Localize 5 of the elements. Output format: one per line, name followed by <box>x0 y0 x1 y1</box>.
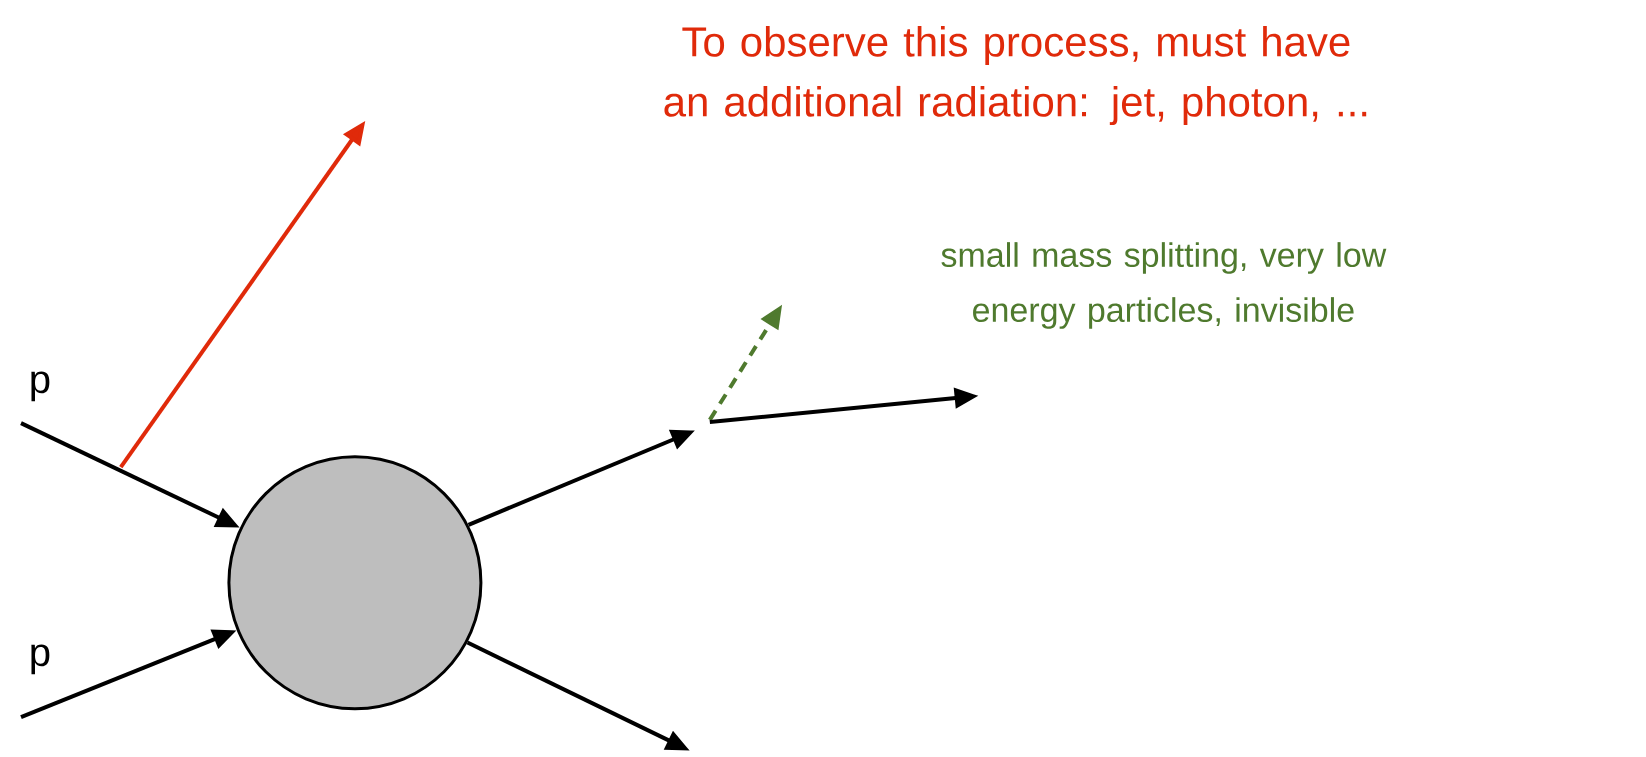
particle-label: p <box>31 371 50 402</box>
annotation-text: To observe this process, must have an additional radiation: jet, photon, ... <box>664 25 1367 126</box>
interaction-blob <box>227 455 483 711</box>
annotation-text: small mass splitting, very low energy particles, invisible <box>941 242 1387 329</box>
particle-label: p <box>31 644 50 675</box>
